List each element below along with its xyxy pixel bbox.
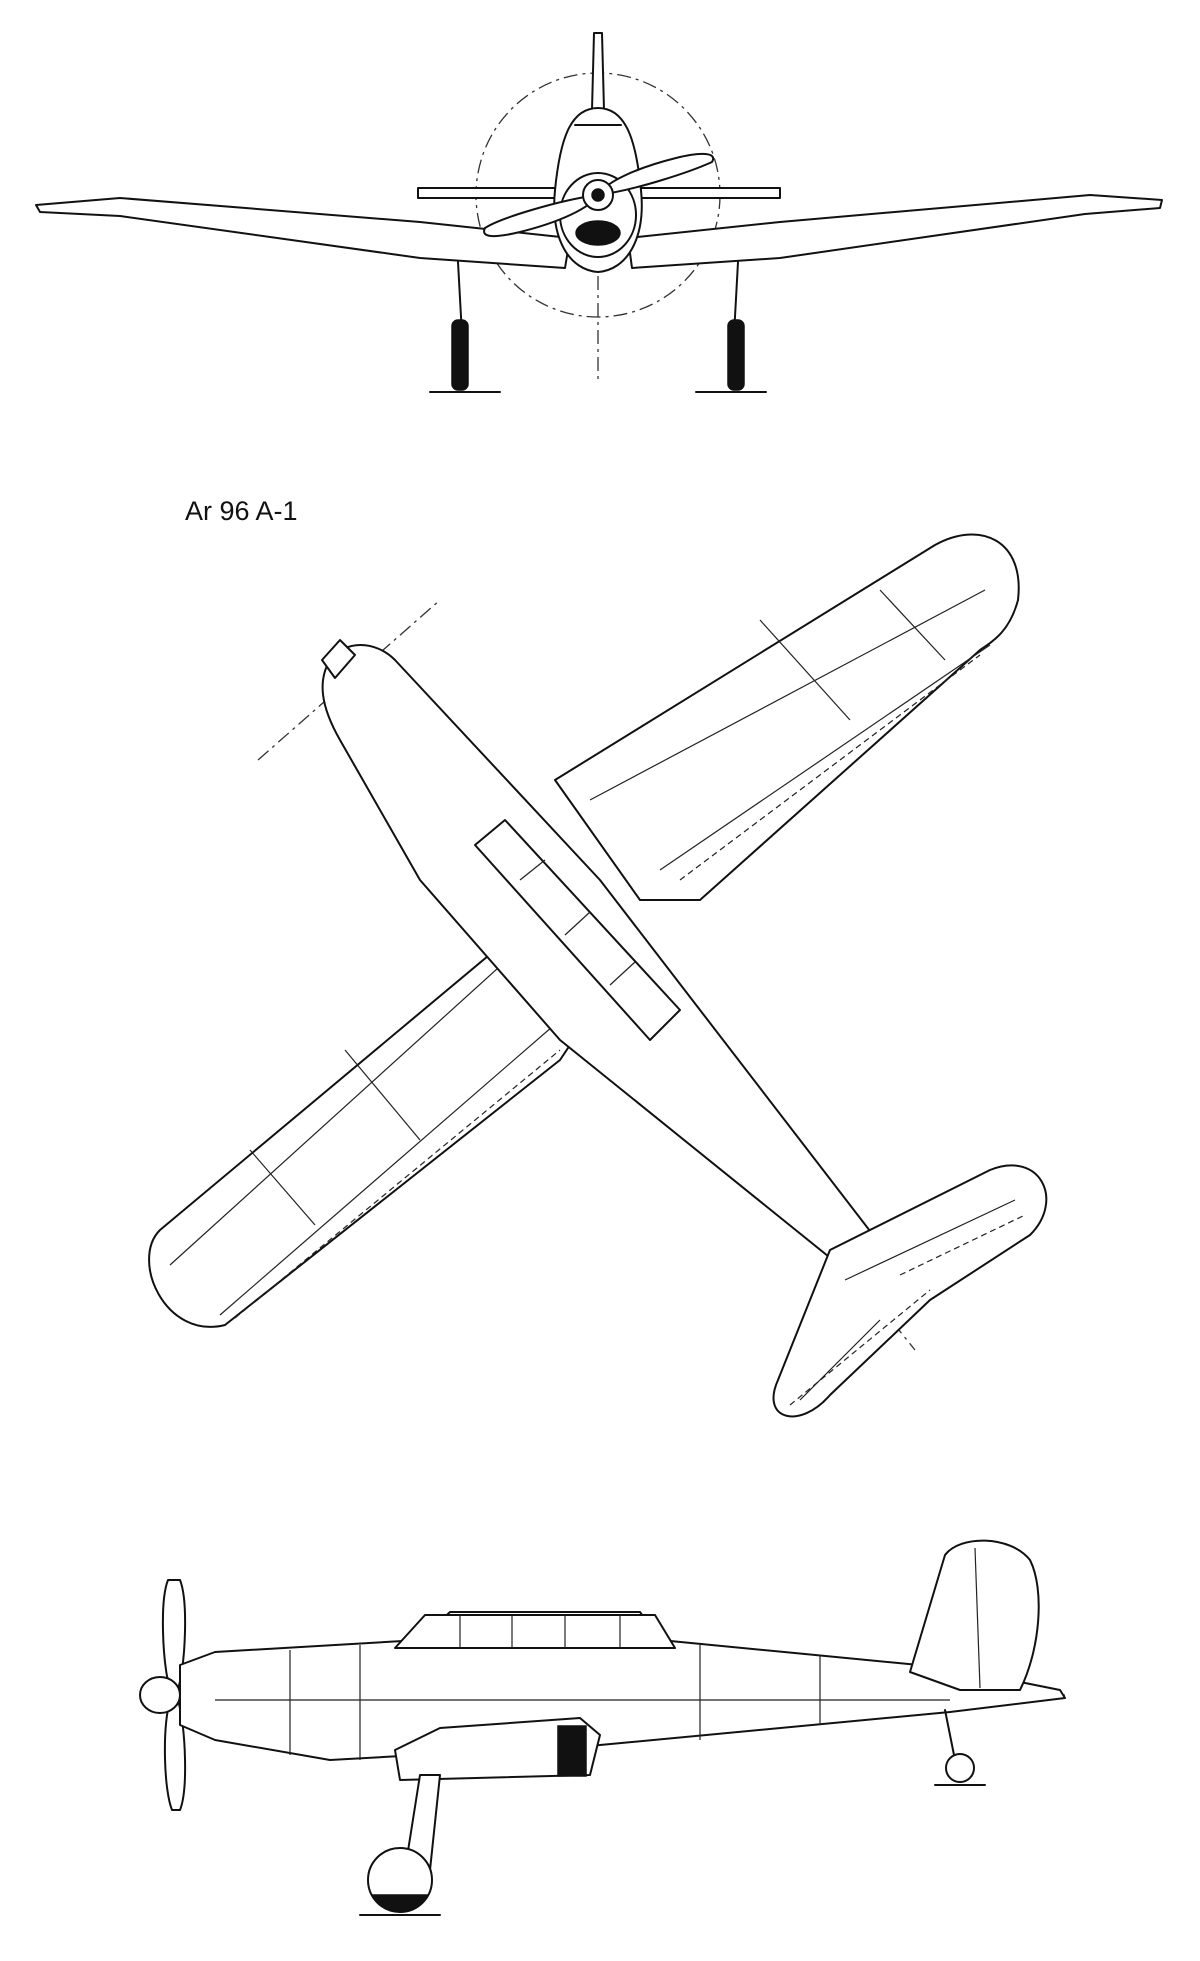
top-tailplane xyxy=(772,1164,1048,1418)
top-view xyxy=(148,533,1048,1418)
engine-intake xyxy=(575,220,621,246)
side-main-gear xyxy=(359,1774,441,1916)
side-fin xyxy=(909,1539,1040,1691)
side-wing-fillet-shade xyxy=(557,1725,587,1777)
top-flap-hatching xyxy=(234,654,1026,1406)
side-view xyxy=(139,1539,1066,1916)
side-wing-section xyxy=(394,1717,601,1781)
side-tail-wheel xyxy=(934,1709,986,1786)
front-landing-gear xyxy=(429,261,767,393)
front-propeller xyxy=(483,152,715,238)
side-propeller xyxy=(139,1579,187,1811)
front-fin xyxy=(591,32,605,111)
side-canopy xyxy=(394,1614,676,1649)
aircraft-designation-label: Ar 96 A-1 xyxy=(185,496,298,526)
side-panel-lines xyxy=(215,1645,950,1760)
front-wing-right xyxy=(627,194,1163,269)
front-view xyxy=(35,32,1163,393)
top-spinner xyxy=(321,639,356,679)
top-wing-left xyxy=(148,899,601,1328)
front-wing-left xyxy=(35,197,571,269)
top-wing-right xyxy=(554,533,1020,901)
